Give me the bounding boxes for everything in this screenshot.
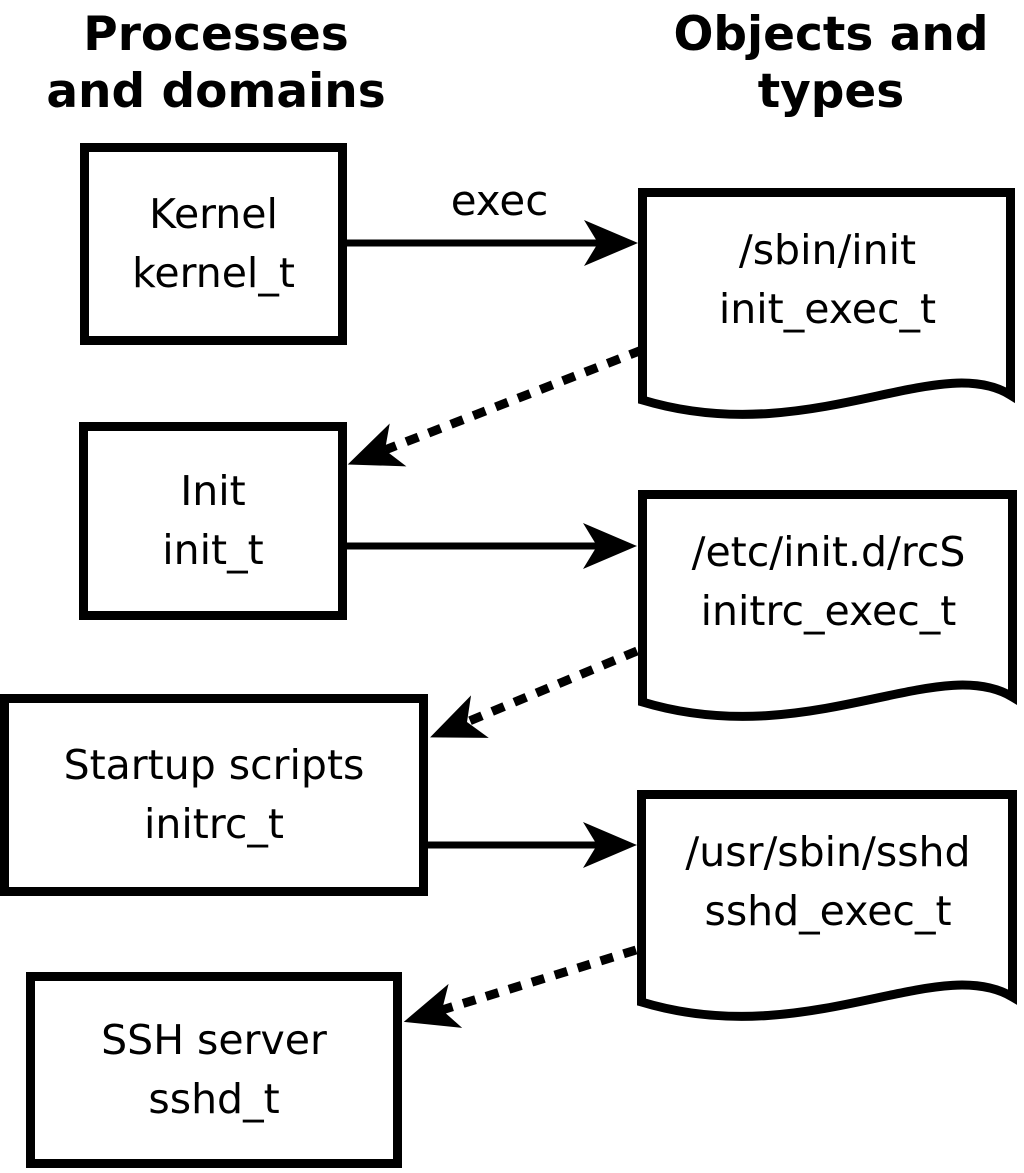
process-name: SSH server (101, 1015, 327, 1064)
transition-arrow-sshd-exec-to-sshd (403, 945, 638, 1028)
process-domain-type: kernel_t (132, 249, 295, 297)
edge-label-exec: exec (450, 176, 549, 225)
process-domain-type: initrc_t (144, 800, 284, 848)
process-box-startup-scripts: Startup scripts initrc_t (0, 694, 428, 896)
document-shape-usr-sbin-sshd (637, 790, 1017, 1021)
process-name: Init (180, 466, 246, 515)
document-shape-sbin-init (638, 188, 1015, 419)
process-box-ssh-server: SSH server sshd_t (26, 972, 402, 1168)
column-header-processes: Processes and domains (0, 6, 432, 121)
transition-arrow-initrc-exec-to-initrc (430, 646, 639, 738)
column-header-processes-line2: and domains (46, 64, 386, 120)
process-domain-type: init_t (162, 526, 264, 574)
column-header-objects-line1: Objects and (673, 7, 989, 62)
document-shape-etc-initd-rcs (638, 490, 1017, 721)
process-domain-type: sshd_t (148, 1075, 280, 1123)
process-box-kernel: Kernel kernel_t (80, 143, 347, 345)
process-name: Kernel (149, 189, 278, 238)
column-header-objects: Objects and types (636, 6, 1024, 121)
process-box-init: Init init_t (79, 422, 347, 620)
column-header-objects-line2: types (757, 64, 905, 120)
transition-arrow-init-exec-to-init (347, 345, 644, 467)
column-header-processes-line1: Processes (83, 7, 349, 62)
process-name: Startup scripts (63, 740, 365, 789)
